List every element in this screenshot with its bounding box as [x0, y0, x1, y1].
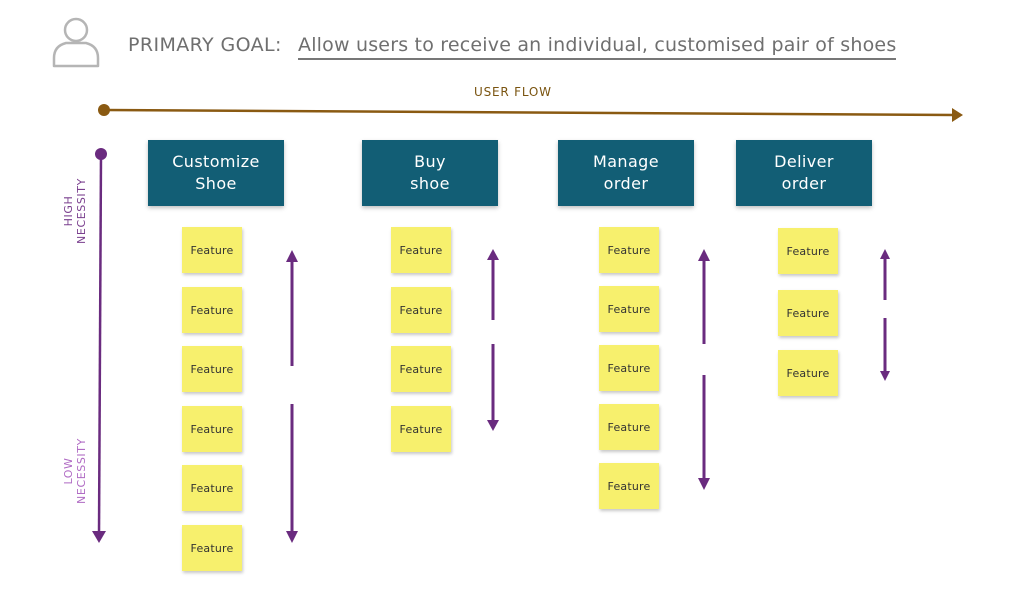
column-1-priority-arrow	[286, 250, 298, 543]
feature-sticky-note: Feature	[599, 227, 659, 273]
activity-customize-shoe: Customize Shoe	[148, 140, 284, 206]
primary-goal-text: Allow users to receive an individual, cu…	[298, 34, 897, 60]
column-4-priority-arrow	[880, 249, 890, 381]
user-flow-arrow	[98, 104, 963, 122]
feature-sticky-note: Feature	[391, 287, 451, 333]
feature-sticky-note: Feature	[599, 345, 659, 391]
user-flow-label: USER FLOW	[474, 85, 552, 99]
feature-sticky-note: Feature	[182, 287, 242, 333]
activity-manage-order: Manage order	[558, 140, 694, 206]
feature-sticky-note: Feature	[391, 227, 451, 273]
feature-sticky-note: Feature	[182, 346, 242, 392]
column-2-priority-arrow	[487, 249, 499, 431]
feature-sticky-note: Feature	[182, 406, 242, 452]
activity-deliver-order: Deliver order	[736, 140, 872, 206]
feature-sticky-note: Feature	[778, 290, 838, 336]
feature-sticky-note: Feature	[182, 227, 242, 273]
column-3-priority-arrow	[698, 249, 710, 490]
feature-sticky-note: Feature	[778, 350, 838, 396]
feature-sticky-note: Feature	[599, 286, 659, 332]
feature-sticky-note: Feature	[778, 228, 838, 274]
feature-sticky-note: Feature	[391, 346, 451, 392]
user-icon	[52, 17, 100, 68]
feature-sticky-note: Feature	[599, 404, 659, 450]
feature-sticky-note: Feature	[182, 525, 242, 571]
feature-sticky-note: Feature	[182, 465, 242, 511]
necessity-arrow	[92, 148, 107, 543]
feature-sticky-note: Feature	[391, 406, 451, 452]
primary-goal-label: PRIMARY GOAL:	[128, 34, 282, 56]
feature-sticky-note: Feature	[599, 463, 659, 509]
activity-buy-shoe: Buy shoe	[362, 140, 498, 206]
